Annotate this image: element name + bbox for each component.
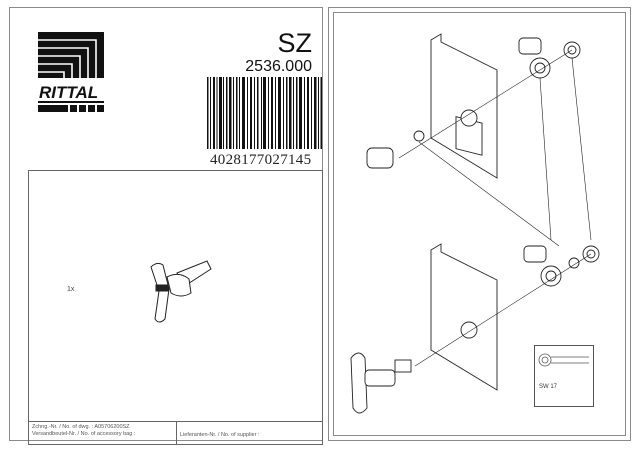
drawing-footer: Zchng.-Nr. / No. of dwg. : A05706200SZ V… <box>29 421 322 444</box>
wrench-size-box: SW 17 <box>534 345 594 407</box>
wrench-size-label: SW 17 <box>539 384 558 390</box>
product-code: SZ <box>277 28 312 58</box>
wrench-icon <box>538 353 589 367</box>
ean-number: 4028177027145 <box>210 152 312 168</box>
accessory-bag-number: Versandbeutel-Nr. / No. of accessory bag… <box>32 431 136 437</box>
supplier-number: Lieferanten-Nr. / No. of supplier : <box>180 432 260 438</box>
rittal-logo: RITTAL <box>38 32 104 112</box>
article-number: 2536.000 <box>245 58 312 75</box>
t-handle-insert-icon <box>150 260 212 323</box>
drawing-number: Zchng.-Nr. / No. of dwg. : A05706200SZ <box>32 424 130 430</box>
label-panel: RITTAL SZ 2536.000 4028177027145 1x <box>9 7 323 445</box>
contents-box: 1x Zchng.-Nr. / No. of dwg. : A05706200S… <box>28 170 323 445</box>
barcode-icon <box>207 77 322 149</box>
assembly-diagram <box>350 33 600 414</box>
assembly-panel: SW 17 <box>328 7 631 441</box>
brand-text: RITTAL <box>39 83 98 102</box>
quantity-label: 1x <box>67 286 75 293</box>
